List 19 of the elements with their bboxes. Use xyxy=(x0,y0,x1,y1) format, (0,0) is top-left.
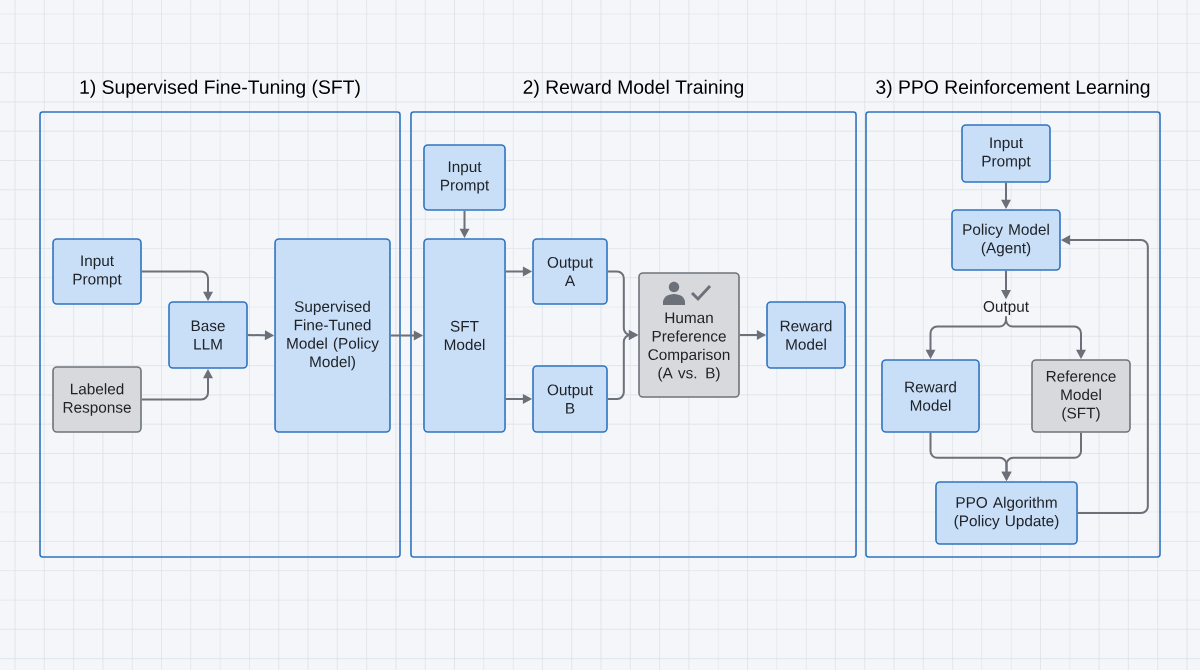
process-box: Supervised Fine-Tuned Model (Policy Model) xyxy=(274,238,391,433)
process-box: Base LLM xyxy=(168,301,248,369)
input-box: Labeled Response xyxy=(52,366,142,433)
process-box: Reward Model xyxy=(881,359,980,433)
process-box: SFT Model xyxy=(423,238,506,433)
process-box: Input Prompt xyxy=(961,124,1051,183)
process-box: Reward Model xyxy=(766,301,846,369)
comparison-box: Human Preference Comparison (A vs. B) xyxy=(638,272,740,398)
panel-heading: 2) Reward Model Training xyxy=(523,79,744,98)
output-label: Output xyxy=(983,301,1029,315)
process-box: Input Prompt xyxy=(423,144,506,211)
process-box: PPO Algorithm (Policy Update) xyxy=(935,481,1078,545)
process-box: Input Prompt xyxy=(52,238,142,305)
process-box: Output A xyxy=(532,238,608,305)
process-box: Output B xyxy=(532,365,608,433)
panel-heading: 1) Supervised Fine-Tuning (SFT) xyxy=(80,79,360,98)
panel-heading: 3) PPO Reinforcement Learning xyxy=(876,79,1150,98)
process-box: Policy Model (Agent) xyxy=(951,209,1061,271)
input-box: Reference Model (SFT) xyxy=(1031,359,1131,433)
